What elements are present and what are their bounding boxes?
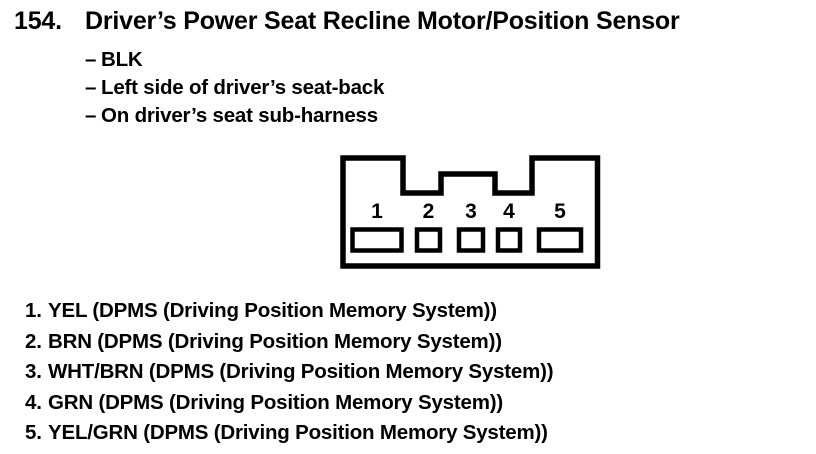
pin-number: 5	[554, 200, 566, 223]
dash-bullet: –	[85, 104, 97, 127]
attribute-text: On driver’s seat sub-harness	[101, 104, 378, 127]
dash-bullet: –	[85, 76, 97, 99]
section-number: 154.	[14, 7, 62, 35]
pin-list-marker: 5.	[25, 421, 42, 445]
page-title: Driver’s Power Seat Recline Motor/Positi…	[85, 7, 680, 35]
pin-cavity-3	[456, 227, 486, 253]
pin-cavity-5	[536, 227, 584, 253]
pin-list-marker: 2.	[25, 329, 42, 353]
pin-description-list: 1. YEL (DPMS (Driving Position Memory Sys…	[25, 296, 554, 449]
pin-list-marker: 4.	[25, 390, 42, 414]
attribute-text: BLK	[101, 48, 143, 71]
attribute-line: –Left side of driver’s seat-back	[85, 74, 384, 102]
pin-wire-description: WHT/BRN (DPMS (Driving Position Memory S…	[48, 360, 554, 384]
pin-list-item: 3.WHT/BRN (DPMS (Driving Position Memory…	[25, 357, 554, 388]
pin-number: 4	[503, 200, 515, 223]
pin-list-item: 5.YEL/GRN (DPMS (Driving Position Memory…	[25, 418, 553, 449]
pin-number: 1	[371, 200, 383, 223]
connector-diagram: 1 2 3 4 5	[340, 155, 601, 269]
attribute-text: Left side of driver’s seat-back	[101, 76, 385, 99]
connector-outline	[340, 155, 601, 269]
pin-list-item: 1. YEL (DPMS (Driving Position Memory Sys…	[25, 296, 553, 327]
pin-wire-description: YEL/GRN (DPMS (Driving Position Memory S…	[48, 421, 548, 445]
pin-list-marker: 3.	[25, 360, 42, 384]
pin-wire-description: YEL (DPMS (Driving Position Memory Syste…	[48, 299, 497, 322]
pin-wire-description: GRN (DPMS (Driving Position Memory Syste…	[48, 390, 503, 414]
pin-list-item: 4.GRN (DPMS (Driving Position Memory Sys…	[25, 388, 553, 419]
attribute-line: –BLK	[85, 46, 384, 74]
pin-cavity-4	[495, 227, 523, 253]
dash-bullet: –	[85, 48, 97, 71]
pin-list-item: 2.BRN (DPMS (Driving Position Memory Sys…	[25, 327, 553, 358]
pin-number: 2	[423, 200, 435, 223]
attribute-line: –On driver’s seat sub-harness	[85, 102, 384, 130]
section-heading: 154. Driver’s Power Seat Recline Motor/Po…	[14, 8, 680, 34]
pin-cavity-1	[350, 227, 404, 253]
pin-cavity-2	[414, 227, 443, 253]
connector-attributes: –BLK –Left side of driver’s seat-back –O…	[85, 46, 384, 130]
pin-wire-description: BRN (DPMS (Driving Position Memory Syste…	[48, 329, 502, 353]
pin-list-marker: 1.	[25, 299, 42, 322]
pin-number: 3	[465, 200, 477, 223]
